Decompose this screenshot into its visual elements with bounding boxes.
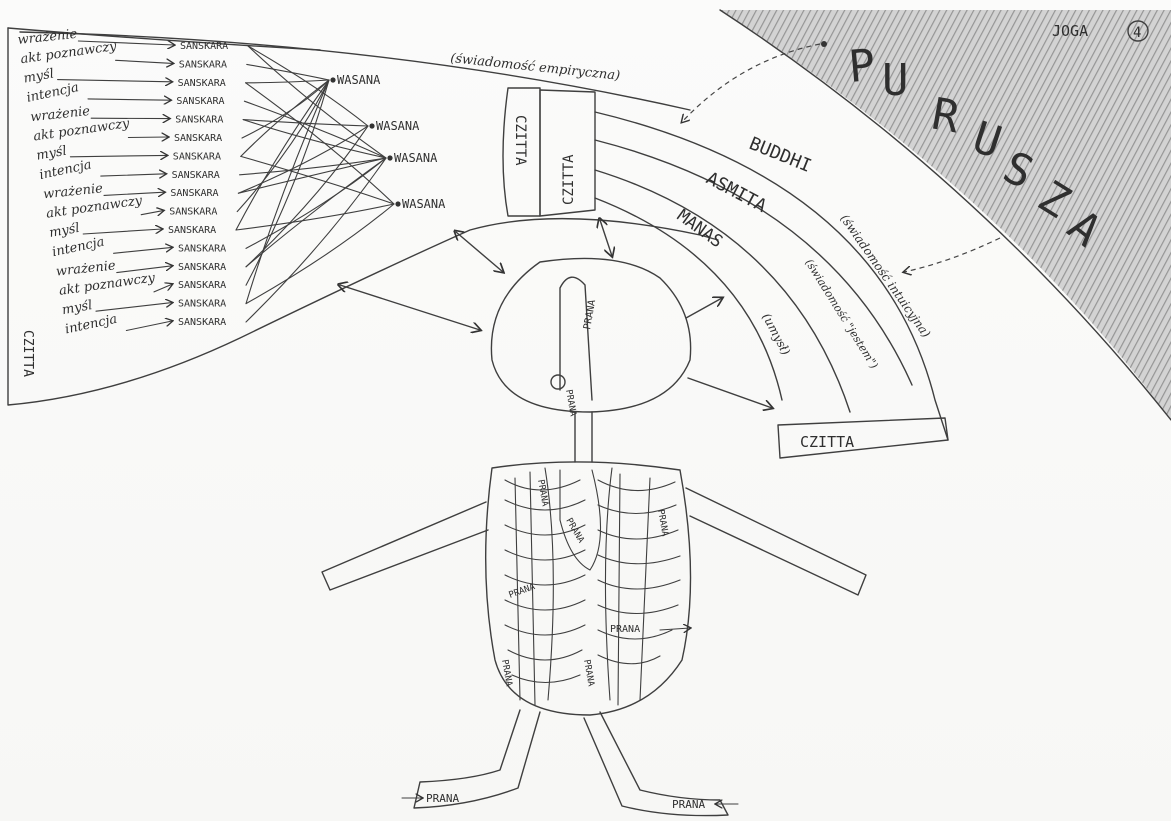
prana-label-torso-3: PRANA xyxy=(655,509,670,538)
citta-pillar-left-label: CZITTA xyxy=(512,115,528,166)
purusha-letter: U xyxy=(882,55,909,106)
i-am-awareness-label: (świadomość "jestem") xyxy=(802,257,880,371)
samskara-label: SANSKARA xyxy=(178,299,226,310)
arrow-citta-head-3 xyxy=(600,220,612,256)
prana-label-right-foot: PRANA xyxy=(672,798,705,811)
experience-network: wrażenieSANSKARAakt poznawczySANSKARAmyś… xyxy=(17,27,446,338)
samskara-vasana-link xyxy=(240,158,386,175)
prana-node xyxy=(551,375,565,389)
experience-label: myśl xyxy=(48,221,81,241)
experience-arrow xyxy=(83,229,162,234)
samskara-label: SANSKARA xyxy=(178,280,226,291)
citta-pillar-right-label: CZITTA xyxy=(561,154,577,205)
samskara-label: SANSKARA xyxy=(170,188,218,199)
experience-arrow xyxy=(126,321,172,331)
vasana-label: WASANA xyxy=(376,119,420,133)
page-tag: JOGA xyxy=(1052,22,1088,40)
buddhi-label: BUDDHI xyxy=(746,133,814,177)
citta-side-label: CZITTA xyxy=(20,330,35,377)
prana-label-torso-5: PRANA xyxy=(610,624,640,635)
purusha-dot xyxy=(821,41,827,47)
vasana-label: WASANA xyxy=(337,73,381,87)
samskara-vasana-link xyxy=(247,64,329,80)
samskara-vasana-link xyxy=(246,204,394,304)
vasana-node xyxy=(395,201,400,206)
vasana-label: WASANA xyxy=(402,197,446,211)
vasana-label: WASANA xyxy=(394,151,438,165)
experience-arrow xyxy=(114,247,172,253)
samskara-label: SANSKARA xyxy=(178,262,226,273)
samskara-label: SANSKARA xyxy=(173,151,221,162)
mind-label: (umysł) xyxy=(759,311,793,358)
experience-arrow xyxy=(154,284,172,292)
samskara-label: SANSKARA xyxy=(172,170,220,181)
prana-label-torso-7: PRANA xyxy=(581,659,596,688)
experience-arrow xyxy=(116,60,173,63)
prana-head-label: PRANA xyxy=(582,299,598,331)
samskara-vasana-link xyxy=(246,158,386,248)
neck xyxy=(575,412,592,462)
experience-label: myśl xyxy=(61,298,94,318)
right-arm xyxy=(686,488,866,595)
citta-bottom-label: CZITTA xyxy=(800,433,854,451)
arrow-head-manas-1 xyxy=(686,298,722,318)
experience-arrow xyxy=(128,137,168,138)
vasana-node xyxy=(369,123,374,128)
samskara-vasana-link xyxy=(244,101,386,158)
left-arm xyxy=(322,502,488,590)
right-leg xyxy=(584,712,728,816)
page-number: 4 xyxy=(1133,25,1141,41)
experience-arrow xyxy=(70,155,166,156)
experience-arrow xyxy=(101,174,166,176)
vasana-node xyxy=(330,77,335,82)
purusha-arrow-intuitive xyxy=(904,238,1000,272)
experience-arrow xyxy=(96,303,172,312)
purusha-letter: P xyxy=(847,40,878,93)
samskara-label: SANSKARA xyxy=(174,133,222,144)
manas-arc xyxy=(595,170,850,412)
samskara-label: SANSKARA xyxy=(180,41,228,52)
experience-label: myśl xyxy=(35,144,68,164)
vasana-node xyxy=(387,155,392,160)
samskara-label: SANSKARA xyxy=(179,59,227,70)
samskara-label: SANSKARA xyxy=(178,317,226,328)
samskara-label: SANSKARA xyxy=(169,207,217,218)
samskara-label: SANSKARA xyxy=(178,243,226,254)
experience-arrow xyxy=(88,99,170,100)
arrow-head-manas-2 xyxy=(688,378,772,408)
samskara-label: SANSKARA xyxy=(178,78,226,89)
samskara-label: SANSKARA xyxy=(176,96,224,107)
prana-label-left-foot: PRANA xyxy=(426,792,459,805)
samskara-label: SANSKARA xyxy=(168,225,216,236)
experience-label: myśl xyxy=(22,66,55,86)
arrow-citta-head-2 xyxy=(340,285,480,330)
samskara-label: SANSKARA xyxy=(175,115,223,126)
prana-label-torso-6: PRANA xyxy=(499,659,514,688)
arrow-citta-head-1 xyxy=(456,232,503,272)
experience-arrow xyxy=(141,211,163,215)
prana-arrow-torso xyxy=(660,628,690,630)
